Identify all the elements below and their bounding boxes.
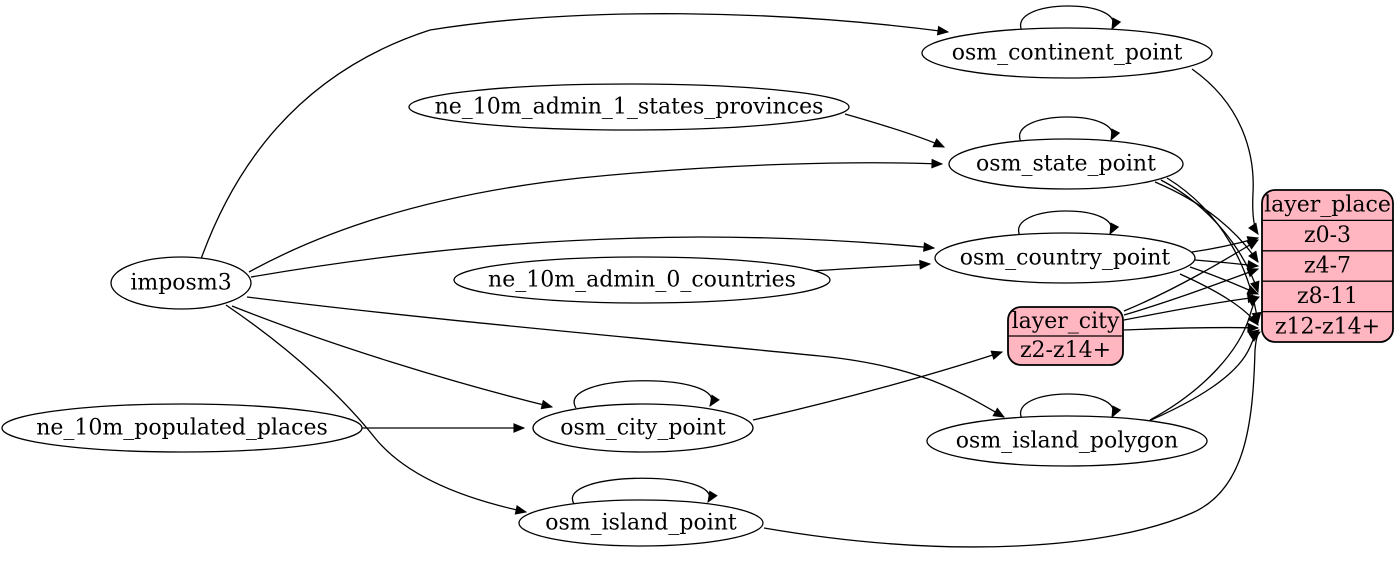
record-row-layer_place-z8-11: z8-11	[1297, 284, 1358, 309]
edge-layer_city-to-layer_place-z12-z14+	[1123, 322, 1260, 333]
edge-imposm3-to-osm_city_point	[231, 305, 554, 410]
node-label-osm_state_point: osm_state_point	[976, 152, 1156, 177]
node-layer_place: layer_place z0-3 z4-7 z8-11 z12-z14+	[1261, 189, 1394, 343]
node-layer_city: layer_city z2-z14+	[1007, 306, 1124, 366]
edge-osm_country_point-self-loop	[1017, 210, 1120, 237]
node-osm_island_polygon: osm_island_polygon	[926, 415, 1208, 467]
edge-osm_island_polygon-to-layer_place-z12-z14+	[1141, 329, 1260, 425]
node-label-osm_country_point: osm_country_point	[960, 246, 1171, 271]
edge-osm_island_point-to-layer_place-z12-z14+	[763, 331, 1261, 548]
table-ellipse-ne_10m_admin_1_states_provinces	[408, 83, 850, 131]
edge-osm_city_point-to-layer_city-z2-z14+	[752, 350, 1004, 421]
edge-osm_continent_point-to-layer_place-z0-3	[1191, 68, 1259, 235]
edge-layer_city-to-layer_place-z0-3	[1123, 239, 1260, 312]
edge-osm_country_point-to-layer_place-z12-z14+	[1179, 273, 1259, 326]
edge-osm_country_point-to-layer_place-z4-7	[1194, 259, 1260, 270]
table-ellipse-ne_10m_admin_0_countries	[453, 256, 831, 304]
edge-osm_country_point-to-layer_place-z8-11	[1189, 266, 1260, 295]
node-ne_10m_populated_places: ne_10m_populated_places	[1, 403, 363, 453]
node-label-osm_continent_point: osm_continent_point	[952, 41, 1183, 66]
node-osm_country_point: osm_country_point	[934, 232, 1196, 284]
edge-osm_state_point-self-loop	[1018, 116, 1121, 143]
node-osm_island_point: osm_island_point	[518, 499, 764, 547]
table-ellipse-imposm3	[110, 256, 252, 310]
edge-osm_country_point-to-layer_place-z0-3	[1191, 236, 1260, 253]
edge-osm_continent_point-self-loop	[1019, 5, 1122, 32]
edge-osm_island_polygon-to-layer_place-z8-11	[1149, 296, 1261, 421]
node-label-osm_island_polygon: osm_island_polygon	[956, 429, 1178, 454]
edge-imposm3-to-osm_island_point	[225, 304, 528, 515]
record-row-layer_place-z0-3: z0-3	[1304, 223, 1351, 248]
node-label-osm_island_point: osm_island_point	[545, 511, 737, 536]
edge-osm_state_point-to-layer_place-z4-7	[1154, 181, 1259, 263]
record-row-layer_city-z2-z14+: z2-z14+	[1020, 338, 1111, 363]
node-ne_10m_admin_0_countries: ne_10m_admin_0_countries	[453, 256, 831, 304]
record-box-layer_place	[1261, 189, 1394, 343]
node-ne_10m_admin_1_states_provinces: ne_10m_admin_1_states_provinces	[408, 83, 850, 131]
node-imposm3: imposm3	[110, 256, 252, 310]
edge-imposm3-to-osm_state_point	[248, 158, 944, 273]
edge-layer_city-to-layer_place-z8-11	[1123, 293, 1260, 321]
record-row-layer_place-z4-7: z4-7	[1304, 254, 1351, 279]
table-ellipse-osm_island_point	[518, 499, 764, 547]
edge-osm_island_polygon-self-loop	[1019, 393, 1122, 420]
table-ellipse-osm_state_point	[948, 138, 1184, 190]
edge-osm_state_point-to-layer_place-z8-11	[1160, 179, 1260, 294]
edge-imposm3-to-osm_continent_point	[200, 13, 950, 260]
edge-ne_10m_admin_1_states_provinces-to-osm_state_point	[844, 113, 946, 148]
edge-ne_10m_admin_0_countries-to-osm_country_point	[811, 259, 932, 272]
edge-osm_city_point-self-loop	[573, 380, 720, 409]
edge-osm_island_point-self-loop	[571, 477, 718, 505]
node-label-ne_10m_admin_1_states_provinces: ne_10m_admin_1_states_provinces	[435, 95, 824, 120]
node-osm_city_point: osm_city_point	[532, 403, 754, 453]
node-label-ne_10m_populated_places: ne_10m_populated_places	[36, 416, 328, 441]
table-ellipse-osm_island_polygon	[926, 415, 1208, 467]
node-label-imposm3: imposm3	[130, 271, 231, 296]
table-ellipse-osm_city_point	[532, 403, 754, 453]
record-row-layer_place-z12-z14+: z12-z14+	[1275, 314, 1380, 339]
node-osm_state_point: osm_state_point	[948, 138, 1184, 190]
node-osm_continent_point: osm_continent_point	[921, 27, 1213, 79]
node-label-ne_10m_admin_0_countries: ne_10m_admin_0_countries	[488, 268, 796, 293]
edge-imposm3-to-osm_country_point	[250, 236, 936, 278]
edge-layer_city-to-layer_place-z4-7	[1123, 267, 1260, 316]
table-ellipse-osm_country_point	[934, 232, 1196, 284]
edge-imposm3-to-osm_island_polygon	[246, 296, 1006, 418]
table-ellipse-ne_10m_populated_places	[1, 403, 363, 453]
record-title-layer_place: layer_place	[1264, 193, 1391, 218]
nodes: imposm3 ne_10m_admin_1_states_provincesne…	[1, 27, 1394, 547]
record-title-layer_city: layer_city	[1012, 309, 1120, 334]
table-ellipse-osm_continent_point	[921, 27, 1213, 79]
edges	[200, 5, 1262, 548]
node-label-osm_city_point: osm_city_point	[560, 416, 726, 441]
